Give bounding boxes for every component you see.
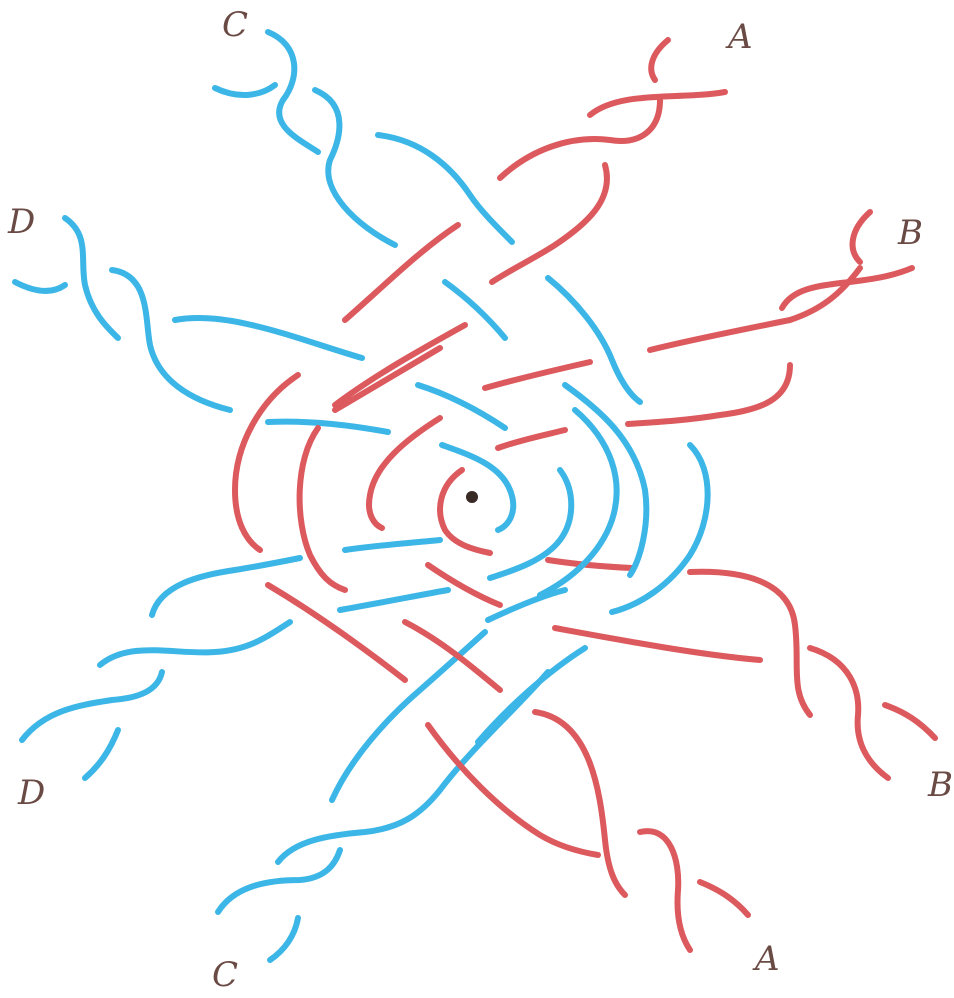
label-upper-right: B (898, 216, 923, 250)
label-lower-right: B (928, 768, 953, 802)
arm-lower-right-red (548, 560, 935, 778)
arm-lower-left-blue (22, 558, 300, 778)
label-bottom-left: C (212, 958, 238, 992)
label-top-left: C (222, 8, 248, 42)
arm-bottom-left-blue (218, 632, 585, 960)
arm-left-blue (15, 218, 388, 432)
arm-bottom-right-red (268, 585, 748, 950)
arm-top-left-blue (215, 32, 512, 245)
center-dot (466, 491, 478, 503)
arm-upper-right-red (485, 212, 912, 424)
label-bottom-right: A (755, 942, 780, 976)
arm-top-right-red (345, 40, 725, 320)
label-top-right: A (728, 20, 753, 54)
label-left: D (8, 205, 35, 239)
label-lower-left: D (18, 776, 45, 810)
